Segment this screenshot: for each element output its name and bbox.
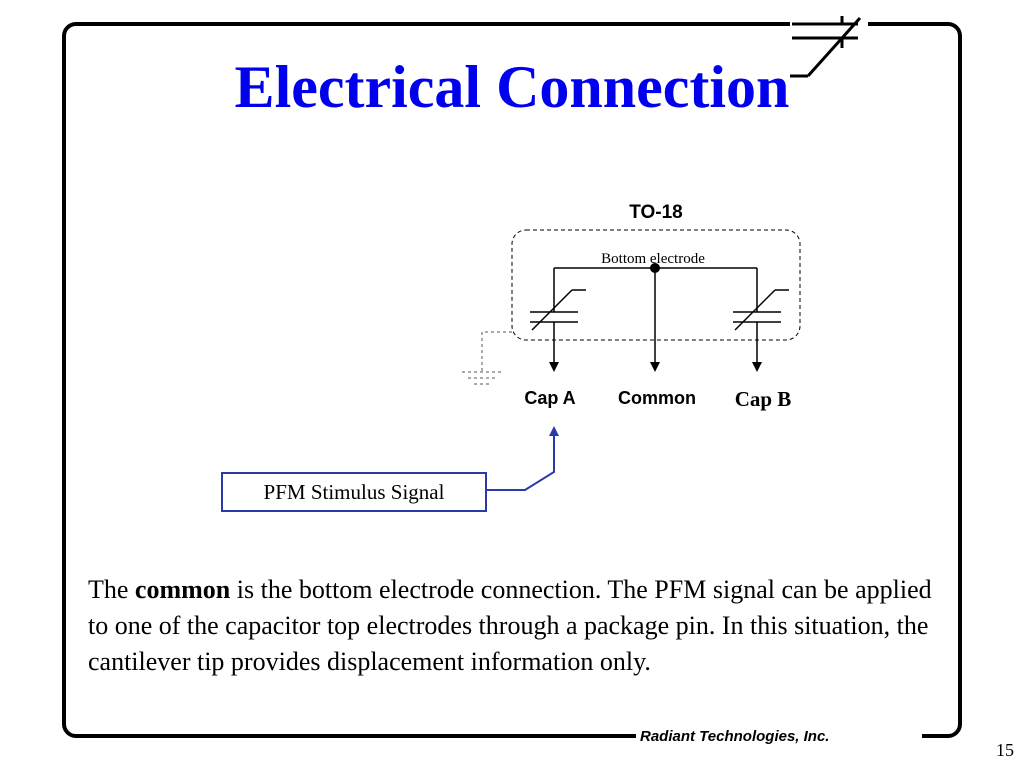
bottom-electrode-label: Bottom electrode xyxy=(601,251,705,267)
body-paragraph: The common is the bottom electrode conne… xyxy=(88,572,938,680)
slide-frame xyxy=(62,22,962,738)
ground-icon xyxy=(462,331,512,385)
capacitor-b-symbol xyxy=(733,268,789,372)
to18-package-outline xyxy=(511,229,801,341)
body-text-pre: The xyxy=(88,575,135,604)
pin-label-cap-a: Cap A xyxy=(524,388,575,408)
capacitor-a-symbol xyxy=(530,268,586,372)
frame-gap-bottom xyxy=(636,726,922,748)
body-text-post: is the bottom electrode connection. The … xyxy=(88,575,932,676)
pin-label-cap-b: Cap B xyxy=(735,387,792,411)
package-label: TO-18 xyxy=(629,202,683,223)
stimulus-connector xyxy=(487,426,559,491)
capacitor-logo-icon xyxy=(790,16,862,78)
page-number: 15 xyxy=(996,740,1014,760)
slide-title: Electrical Connection xyxy=(234,54,790,120)
pin-label-common: Common xyxy=(618,388,696,408)
common-lead xyxy=(650,268,660,372)
pfm-stimulus-box: PFM Stimulus Signal xyxy=(221,472,487,512)
footer-company: Radiant Technologies, Inc. xyxy=(640,728,830,745)
body-text-emphasis: common xyxy=(134,575,231,604)
